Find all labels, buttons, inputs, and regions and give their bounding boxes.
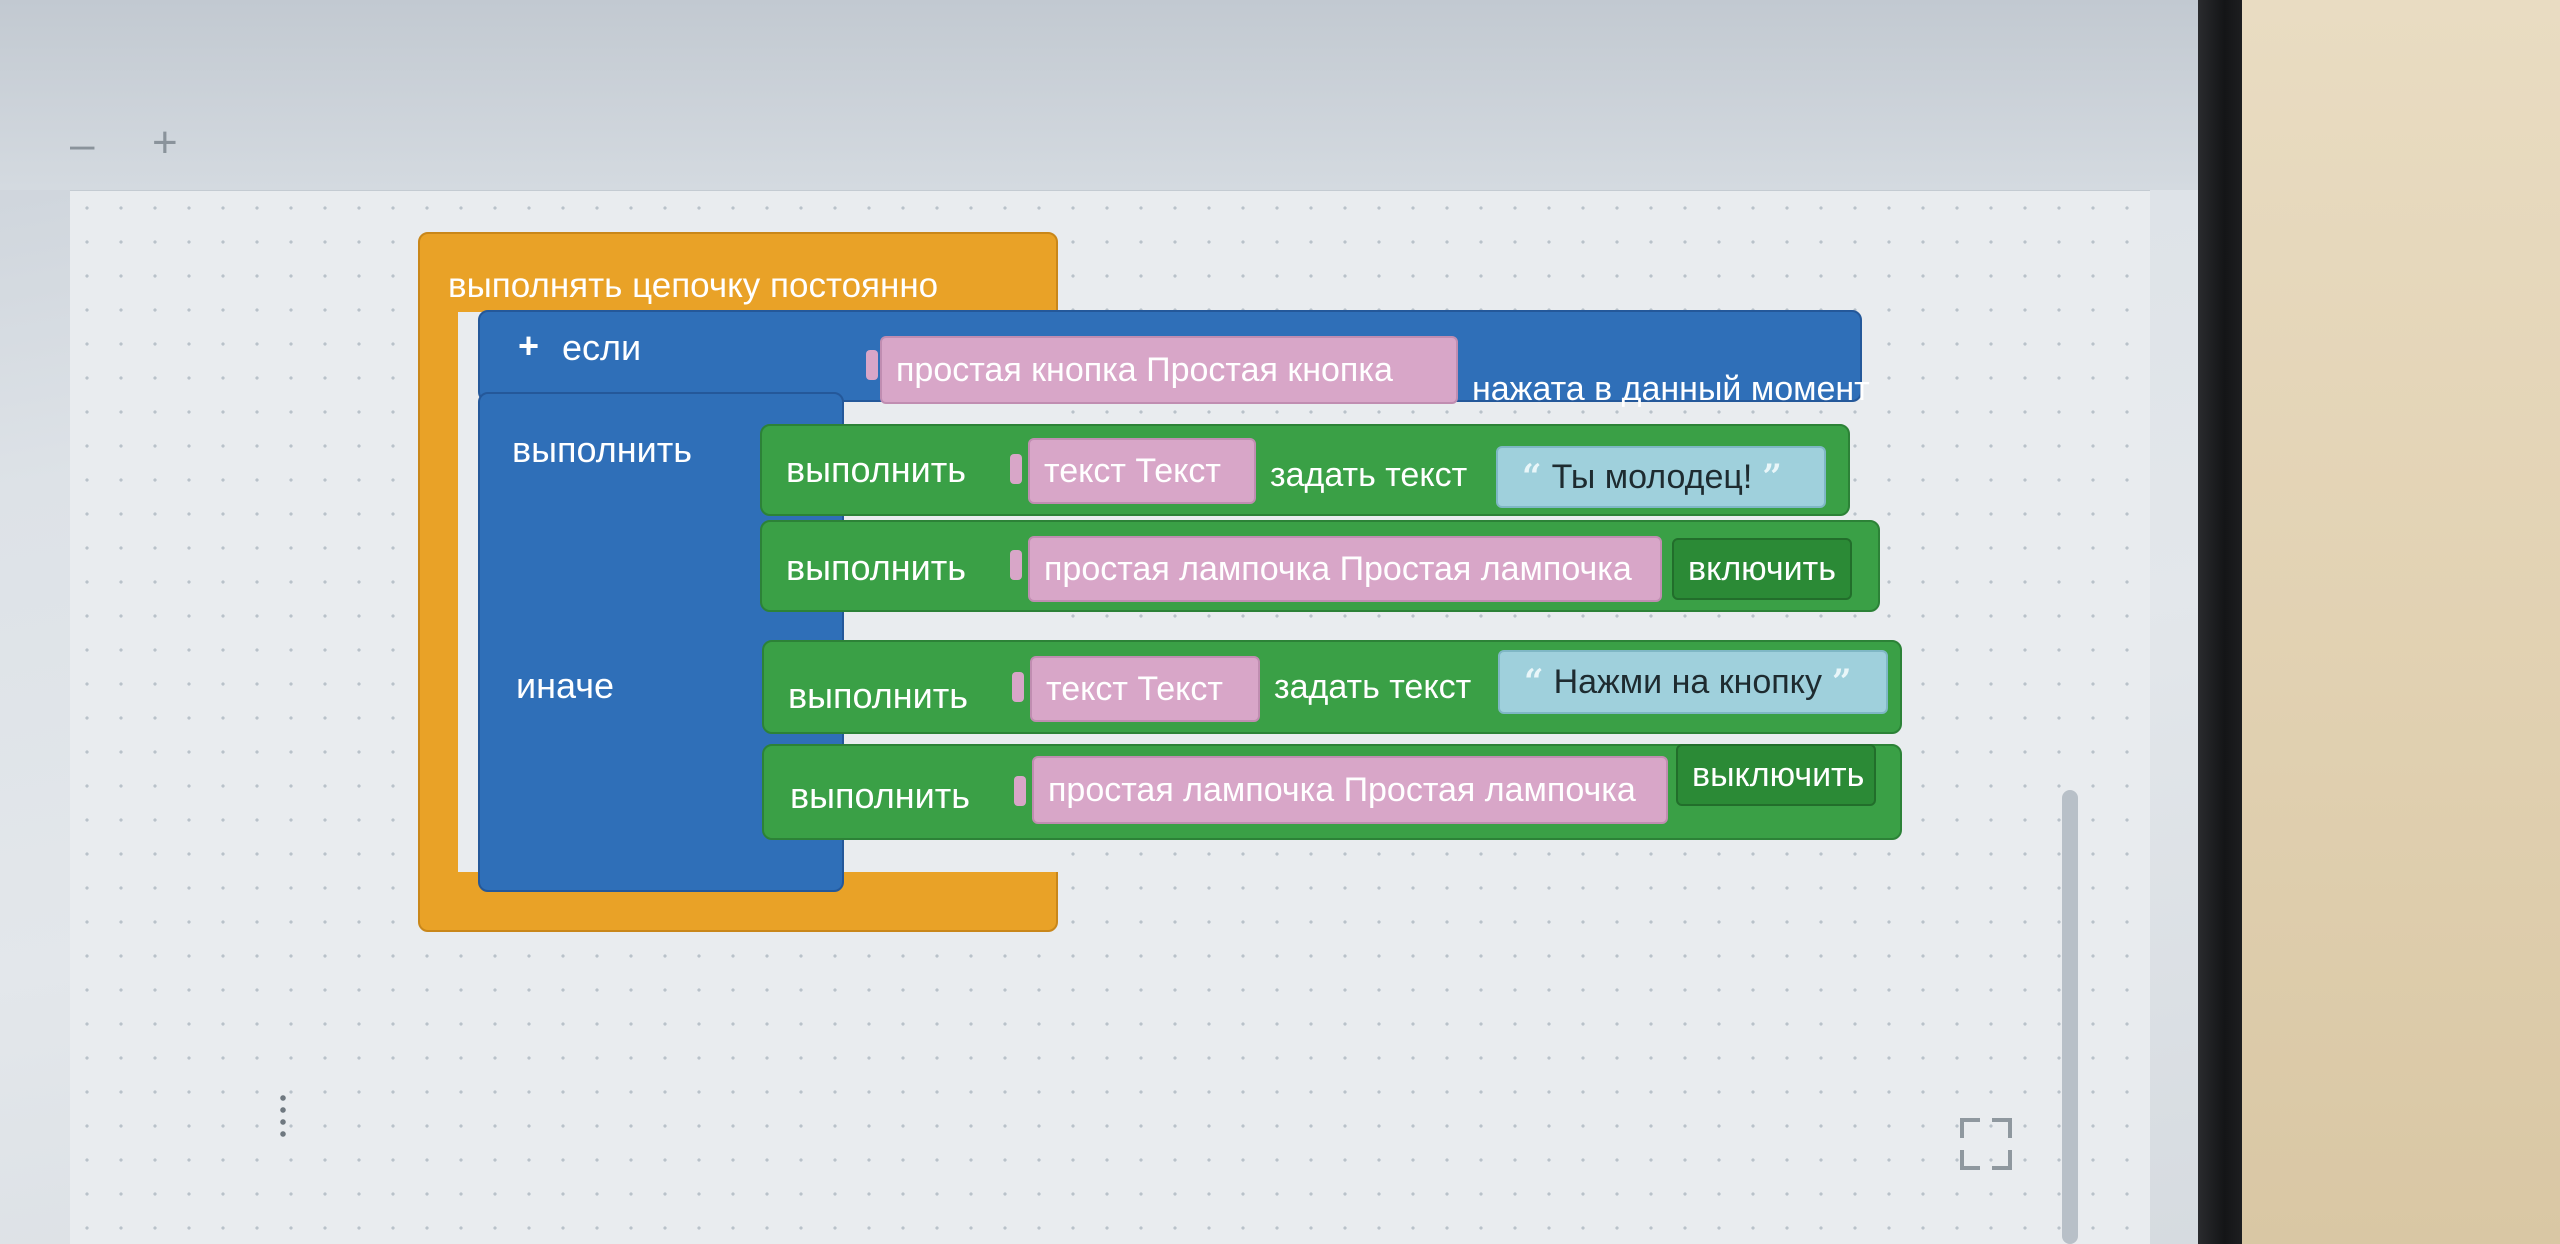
- open-quote-icon: “: [1522, 457, 1542, 497]
- close-quote-icon: ”: [1762, 457, 1782, 497]
- condition-suffix-label: нажата в данный момент: [1472, 370, 1870, 408]
- if-label: если: [562, 327, 642, 368]
- else-text-value-pill[interactable]: “ Нажми на кнопку ”: [1498, 650, 1888, 714]
- else-set-text-connector: [1012, 672, 1024, 702]
- zoom-out-button[interactable]: –: [70, 120, 95, 169]
- else-label: иначе: [516, 665, 614, 706]
- open-quote-icon: “: [1524, 662, 1544, 702]
- else-set-text-action-label: задать текст: [1274, 668, 1472, 706]
- else-text-value[interactable]: Нажми на кнопку: [1553, 663, 1822, 701]
- if-mutator-plus-icon[interactable]: +: [518, 325, 540, 366]
- then-lamp-on-action-pill[interactable]: включить: [1672, 538, 1852, 600]
- then-set-text-connector: [1010, 454, 1022, 484]
- then-text-value[interactable]: Ты молодец!: [1551, 458, 1753, 496]
- monitor-bezel: [2198, 0, 2242, 1244]
- then-lamp-on-component-pill[interactable]: простая лампочка Простая лампочка: [1028, 536, 1662, 602]
- then-set-text-do-label: выполнить: [786, 449, 966, 490]
- else-lamp-off-connector: [1014, 776, 1026, 806]
- then-label: выполнить: [512, 429, 692, 470]
- editor-header-area: [0, 0, 2198, 190]
- condition-component-pill[interactable]: простая кнопка Простая кнопка: [880, 336, 1458, 404]
- zoom-in-button[interactable]: +: [152, 118, 178, 167]
- else-lamp-off-action-pill[interactable]: выключить: [1676, 744, 1876, 806]
- forever-loop-label: выполнять цепочку постоянно: [448, 266, 939, 305]
- then-set-text-component-pill[interactable]: текст Текст: [1028, 438, 1256, 504]
- fullscreen-icon[interactable]: [1960, 1118, 2012, 1170]
- condition-connector: [866, 350, 878, 380]
- close-quote-icon: ”: [1831, 662, 1852, 702]
- workspace-vertical-scrollbar[interactable]: [2062, 790, 2078, 1244]
- then-set-text-action-label: задать текст: [1270, 456, 1468, 494]
- then-lamp-on-connector: [1010, 550, 1022, 580]
- background-wall: [2242, 0, 2560, 1244]
- then-text-value-pill[interactable]: “ Ты молодец! ”: [1496, 446, 1826, 508]
- else-set-text-do-label: выполнить: [788, 675, 968, 716]
- drag-handle-icon[interactable]: [280, 1092, 286, 1140]
- monitor-screen: – + < выполнять цепочку постоянно + если…: [0, 0, 2198, 1244]
- else-set-text-component-pill[interactable]: текст Текст: [1030, 656, 1260, 722]
- else-lamp-off-component-pill[interactable]: простая лампочка Простая лампочка: [1032, 756, 1668, 824]
- else-lamp-off-do-label: выполнить: [790, 775, 970, 816]
- then-lamp-on-do-label: выполнить: [786, 547, 966, 588]
